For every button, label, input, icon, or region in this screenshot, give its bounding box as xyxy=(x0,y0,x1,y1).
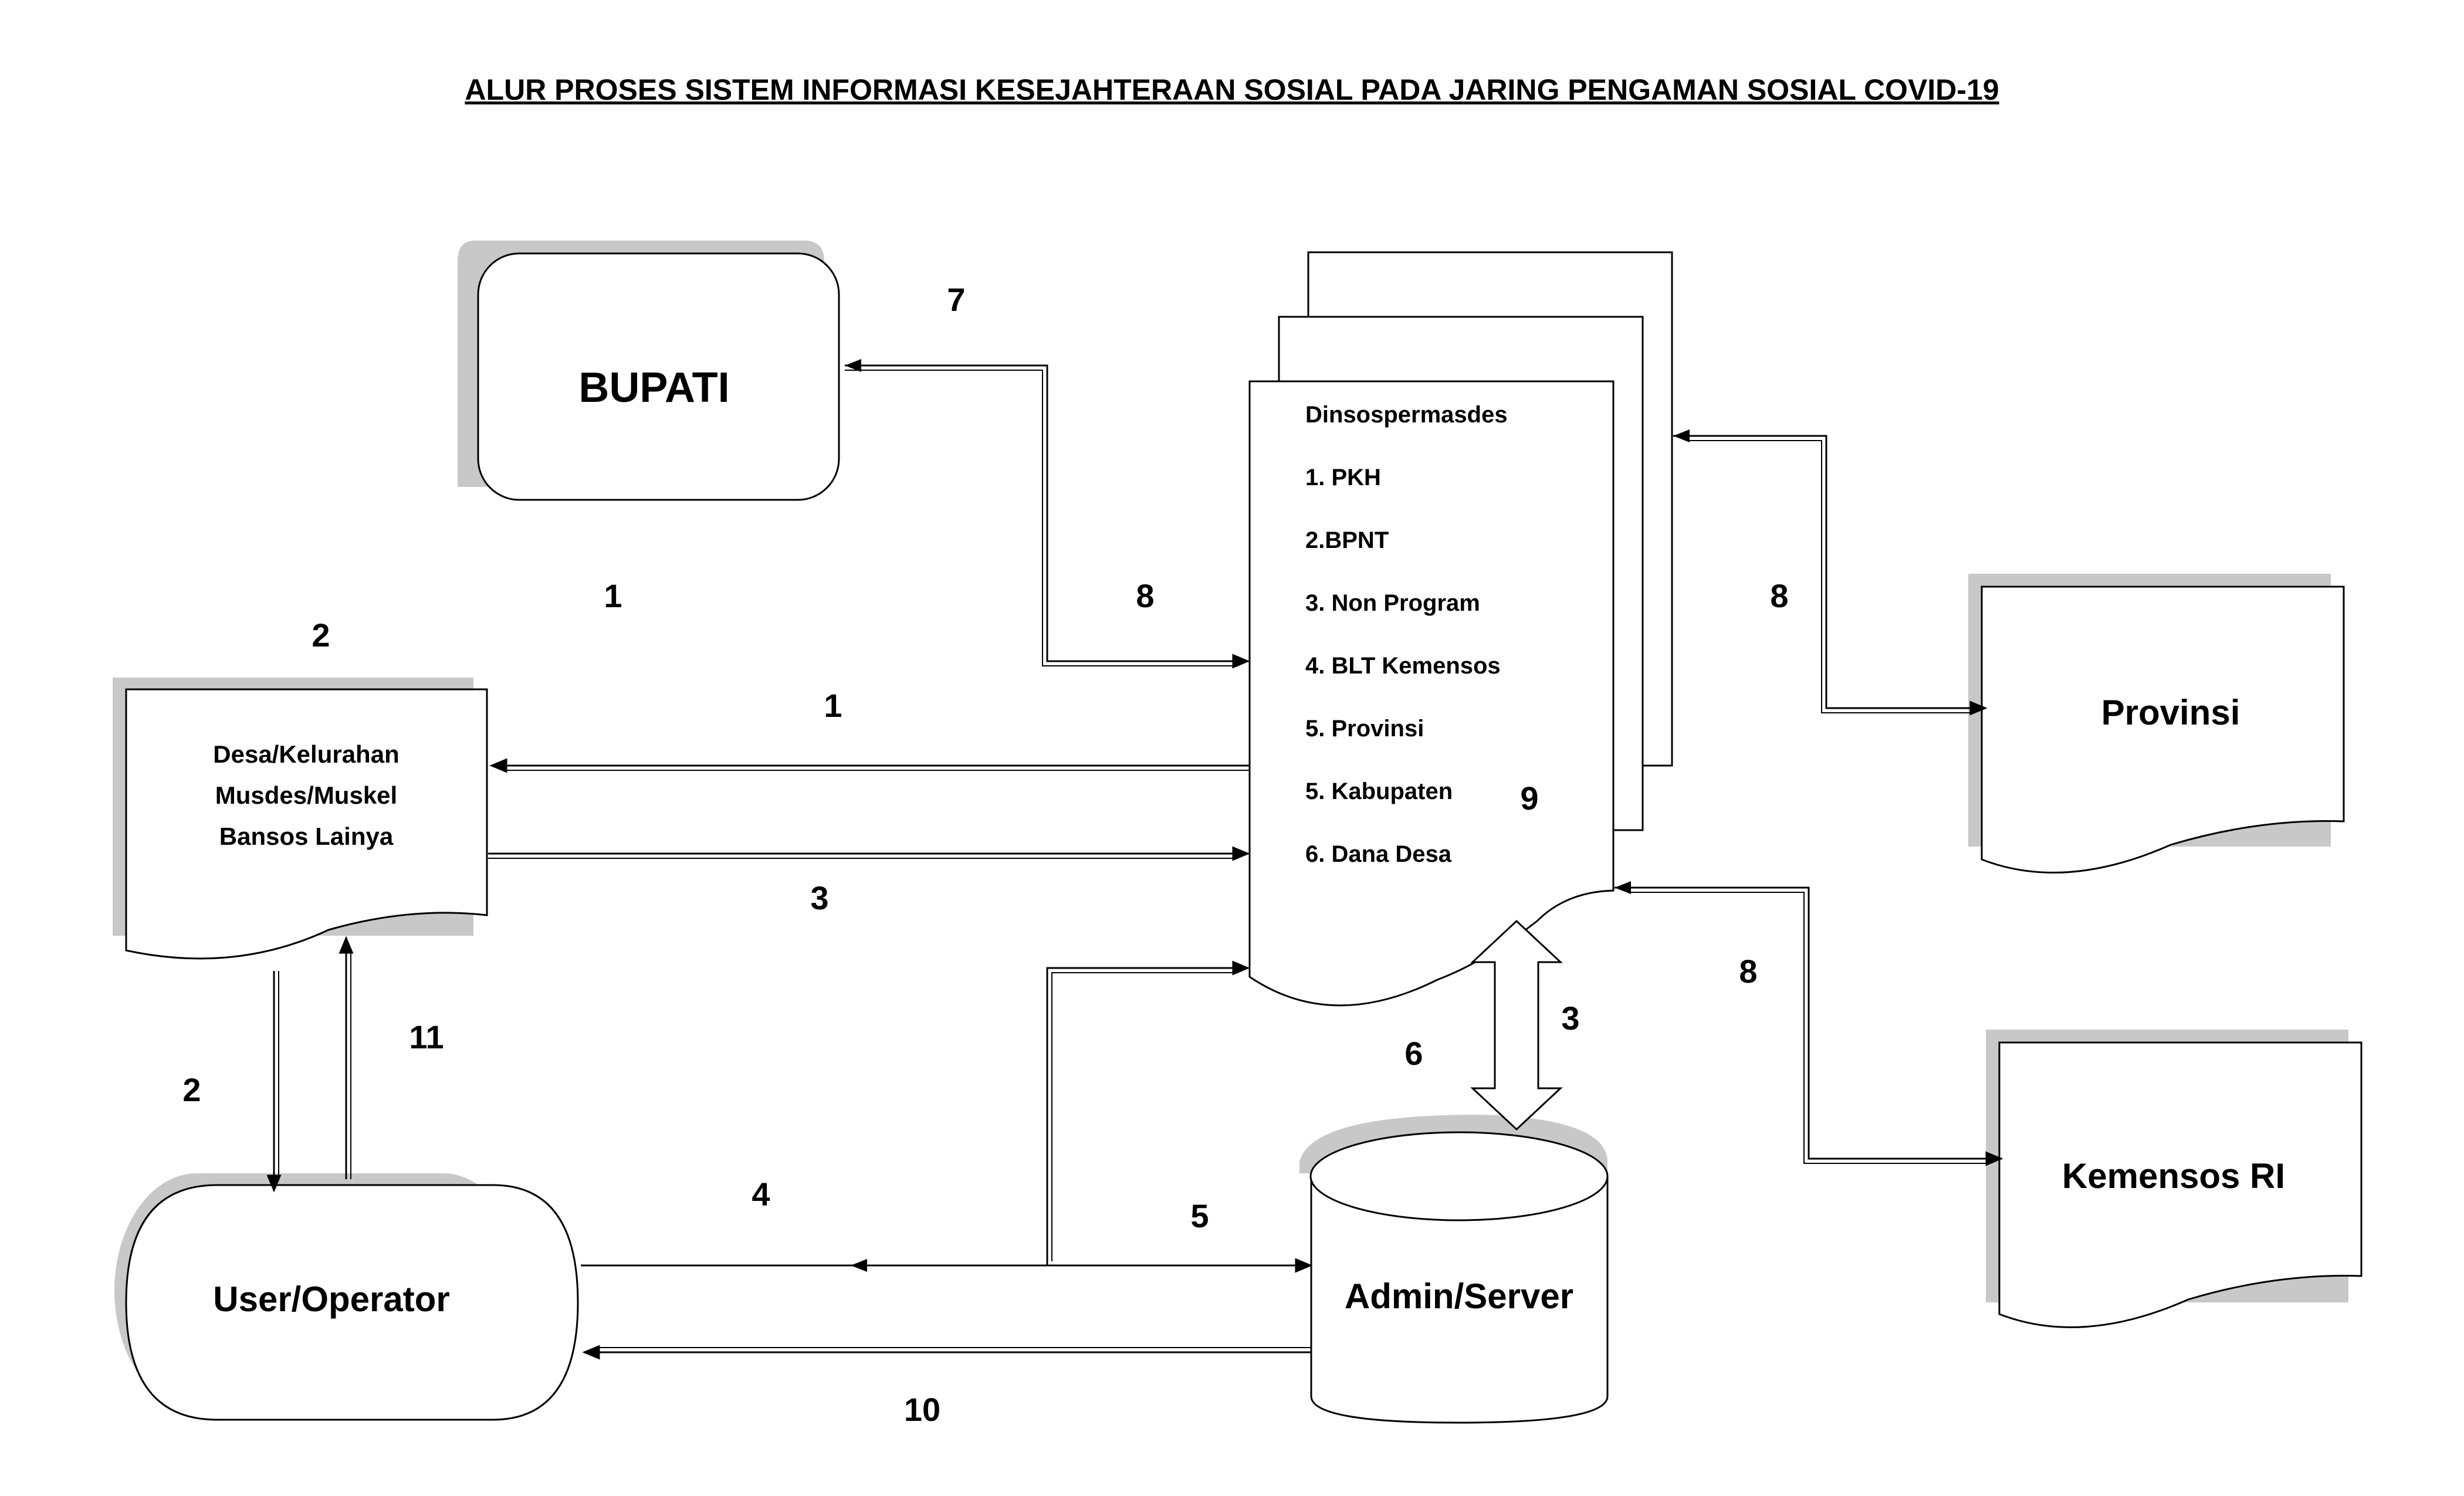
kemensos-node: Kemensos RI xyxy=(1986,1030,2363,1328)
connectors xyxy=(266,359,2003,1360)
step-number: 8 xyxy=(1136,577,1154,614)
dinsos-node: Dinsospermasdes 1. PKH 2.BPNT 3. Non Pro… xyxy=(1248,251,1673,1007)
desa-line3: Bansos Lainya xyxy=(219,823,394,850)
step-number: 1 xyxy=(824,687,842,724)
dinsos-item: 2.BPNT xyxy=(1305,527,1389,553)
kemensos-label: Kemensos RI xyxy=(2062,1156,2285,1196)
step-numbers: 7 1 2 8 8 1 3 9 8 11 2 6 3 4 5 10 xyxy=(182,281,1788,1428)
connector-bupati-dinsos xyxy=(845,364,1250,669)
step-number: 2 xyxy=(312,617,330,654)
dinsos-item: 5. Kabupaten xyxy=(1305,779,1453,804)
provinsi-label: Provinsi xyxy=(2101,693,2240,732)
step-number: 10 xyxy=(904,1391,940,1428)
dinsos-heading: Dinsospermasdes xyxy=(1305,402,1508,428)
desa-line2: Musdes/Muskel xyxy=(215,781,397,809)
block-arrow-dinsos-server xyxy=(1470,919,1563,1131)
step-number: 8 xyxy=(1739,953,1757,990)
diagram-title: ALUR PROSES SISTEM INFORMASI KESEJAHTERA… xyxy=(465,73,1999,106)
step-number: 3 xyxy=(1561,1000,1579,1037)
step-number: 3 xyxy=(810,879,828,916)
step-number: 9 xyxy=(1520,780,1538,817)
dinsos-item: 6. Dana Desa xyxy=(1305,841,1452,867)
connector-user-dinsos xyxy=(1046,960,1250,1265)
dinsos-item: 1. PKH xyxy=(1305,465,1381,490)
step-number: 1 xyxy=(604,577,622,614)
step-number: 7 xyxy=(947,281,965,318)
server-node: Admin/Server xyxy=(1299,1115,1609,1424)
step-number: 8 xyxy=(1770,577,1788,614)
user-label: User/Operator xyxy=(213,1280,449,1319)
dinsos-item: 3. Non Program xyxy=(1305,590,1480,616)
user-node: User/Operator xyxy=(114,1173,579,1421)
step-number: 4 xyxy=(752,1176,770,1213)
server-label: Admin/Server xyxy=(1345,1277,1573,1316)
dinsos-item: 5. Provinsi xyxy=(1305,716,1424,742)
provinsi-node: Provinsi xyxy=(1968,574,2345,874)
desa-line1: Desa/Kelurahan xyxy=(213,740,399,768)
connector-dinsos-kemensos xyxy=(1615,886,2003,1166)
desa-node: Desa/Kelurahan Musdes/Muskel Bansos Lain… xyxy=(113,678,488,960)
step-number: 6 xyxy=(1404,1035,1423,1072)
bupati-node: BUPATI xyxy=(458,241,840,501)
connector-dinsos-provinsi xyxy=(1673,435,1988,716)
step-number: 5 xyxy=(1190,1197,1209,1234)
step-number: 11 xyxy=(409,1018,444,1055)
dinsos-item: 4. BLT Kemensos xyxy=(1305,653,1501,679)
bupati-label: BUPATI xyxy=(578,364,729,411)
step-number: 2 xyxy=(182,1071,201,1108)
